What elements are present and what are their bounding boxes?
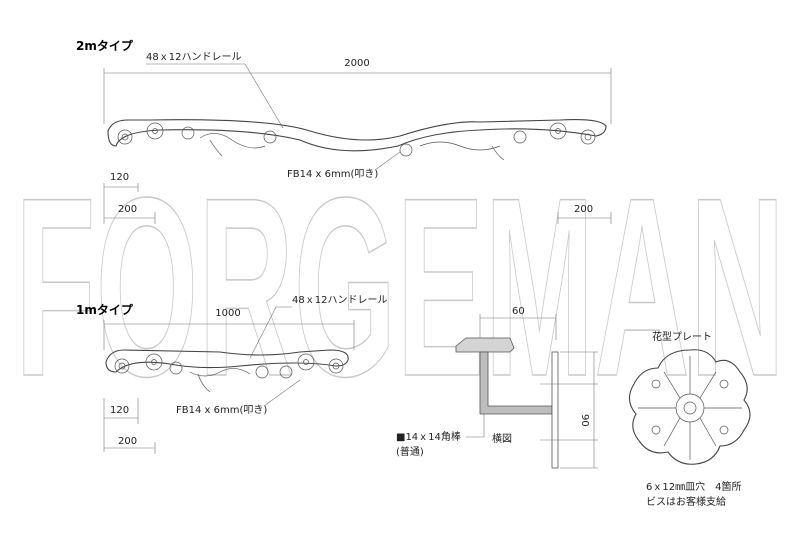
dim-200-1m: 200	[118, 436, 137, 447]
flower-plate-2m-right-hole	[555, 128, 561, 134]
flower-plate-note-1: 6ｘ12㎜皿穴 4箇所	[646, 480, 741, 493]
dim-120-2m: 120	[110, 172, 129, 183]
flower-plate-petal-lines	[638, 356, 742, 460]
leaf-vine-2m-right	[419, 141, 501, 151]
scroll-1m-1	[114, 358, 130, 374]
flower-plate-2m-left-hole	[152, 128, 158, 134]
scroll-2m-1-inner	[121, 133, 129, 141]
type-1m-group: 1mタイプ 48ｘ12ハンドレール 1000 FB14 x 6mm(叩き) 12…	[76, 295, 387, 454]
flower-plate-1m-left-hole	[151, 359, 157, 365]
dim-1000-label: 1000	[215, 308, 240, 319]
scroll-1m-5-inner	[332, 362, 340, 370]
leaf-2m-a	[209, 139, 223, 157]
leaf-2m-b	[491, 145, 505, 161]
type-2m-handrail-label: 48ｘ12ハンドレール	[146, 52, 241, 63]
dim-200-2m-left: 200	[118, 204, 137, 215]
bar-label-line2: (普通)	[396, 445, 424, 458]
handrail-leader-1m	[249, 306, 292, 359]
type-1m-title: 1mタイプ	[76, 302, 134, 317]
bar-leader	[466, 414, 485, 438]
handrail-leader-2m	[146, 63, 284, 129]
countersink-hole-1	[651, 379, 661, 389]
bar-label-line1: ■14ｘ14角棒	[396, 430, 461, 443]
dim-2000-label: 2000	[344, 58, 369, 69]
flower-plate-2m-right	[549, 122, 567, 140]
flower-plate-note-2: ビスはお客様支給	[646, 495, 726, 508]
leaf-vine-2m-left	[199, 133, 266, 149]
dim-60-label: 60	[512, 306, 525, 317]
wall-plate-section	[551, 351, 559, 469]
dim-120-1m: 120	[110, 405, 129, 416]
side-view-label: 横図	[492, 432, 512, 445]
scroll-2m-6-inner	[584, 133, 592, 141]
countersink-hole-4	[719, 425, 729, 435]
fb-leader-1m	[263, 379, 301, 407]
handrail-cross-section	[455, 337, 515, 353]
scroll-1m-2	[169, 361, 183, 375]
countersink-hole-3	[651, 425, 661, 435]
flower-plate-2m-left	[146, 122, 164, 140]
side-view-group: 60 90 ■14ｘ14角棒 (普通) 横図	[396, 306, 598, 469]
flower-plate-1m-right-hole	[303, 359, 309, 365]
type-1m-fb-label: FB14 x 6mm(叩き)	[176, 404, 267, 416]
flower-plate-1m-right	[297, 353, 315, 371]
scroll-2m-5	[513, 130, 527, 144]
scroll-1m-4	[279, 365, 293, 379]
handrail-2m	[107, 119, 607, 152]
type-1m-handrail-label: 48ｘ12ハンドレール	[292, 295, 387, 306]
scroll-2m-6	[580, 129, 596, 145]
fb-leader-2m	[374, 151, 401, 171]
type-2m-group: 2mタイプ 48ｘ12ハンドレール 2000 FB14 x 6mm(叩き)	[76, 38, 612, 224]
countersink-hole-2	[719, 379, 729, 389]
watermark: FORGEMAN	[15, 145, 785, 430]
handrail-1m	[105, 349, 349, 373]
type-2m-fb-label: FB14 x 6mm(叩き)	[287, 168, 378, 180]
flower-plate-1m-left	[145, 353, 163, 371]
dim-200-2m-right: 200	[574, 204, 593, 215]
scroll-2m-1	[117, 129, 133, 145]
scroll-1m-3	[255, 365, 269, 379]
flower-plate-center-hole	[683, 401, 697, 415]
scroll-2m-4	[399, 143, 413, 157]
scroll-1m-5	[328, 358, 344, 374]
scroll-1m-1-inner	[118, 362, 126, 370]
scroll-2m-3	[263, 130, 277, 144]
flower-plate-outline	[628, 349, 751, 465]
type-2m-title: 2mタイプ	[76, 38, 134, 53]
leaf-1m-a	[197, 373, 211, 393]
flower-plate-group: 花型プレート 6ｘ12㎜皿穴 4箇所 ビスはお客様支給	[628, 330, 751, 508]
flower-plate-title: 花型プレート	[652, 330, 712, 343]
scroll-2m-2	[181, 126, 195, 140]
dim-90-label: 90	[579, 414, 590, 427]
